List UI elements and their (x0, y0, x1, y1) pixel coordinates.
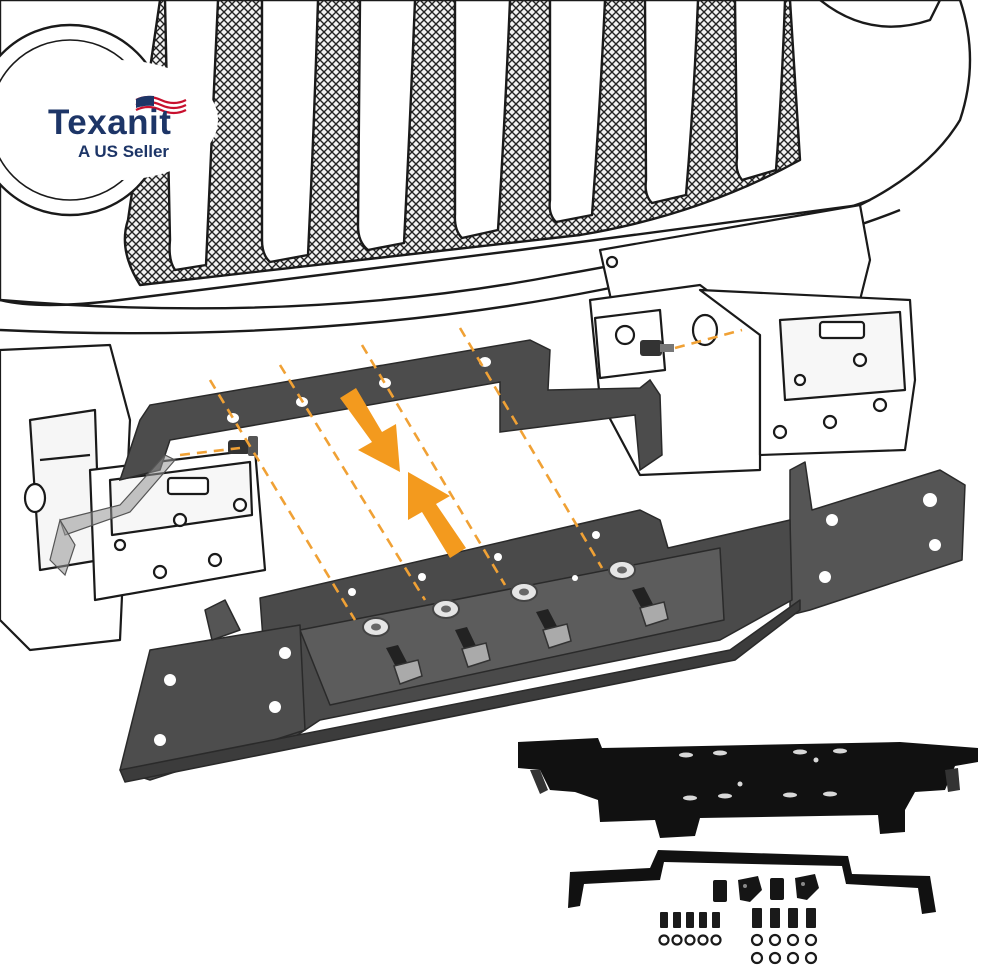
product-winch-plate (518, 738, 978, 838)
brand-tagline: A US Seller (78, 142, 170, 161)
brand-name: Texanit (48, 103, 172, 142)
arrow-down-icon (340, 388, 400, 472)
lower-bracket (49, 339, 663, 577)
brand-badge (18, 60, 218, 180)
bolt-set-1 (362, 617, 423, 685)
right-frame-bracket (588, 203, 917, 477)
arrow-up-icon (408, 472, 466, 558)
product-hardware (658, 908, 818, 965)
winch-mount-plate (119, 461, 966, 783)
frame-bolt-left (228, 436, 258, 456)
bolt-set-2 (432, 599, 491, 668)
bolt-set-4 (608, 560, 669, 627)
alignment-guides (179, 327, 743, 621)
product-photo-inset (518, 738, 978, 965)
product-lower-bracket (568, 850, 936, 914)
product-small-brackets (713, 874, 819, 902)
bolt-set-3 (510, 582, 572, 649)
frame-bolt-right (640, 340, 674, 356)
us-flag-icon (135, 95, 187, 116)
